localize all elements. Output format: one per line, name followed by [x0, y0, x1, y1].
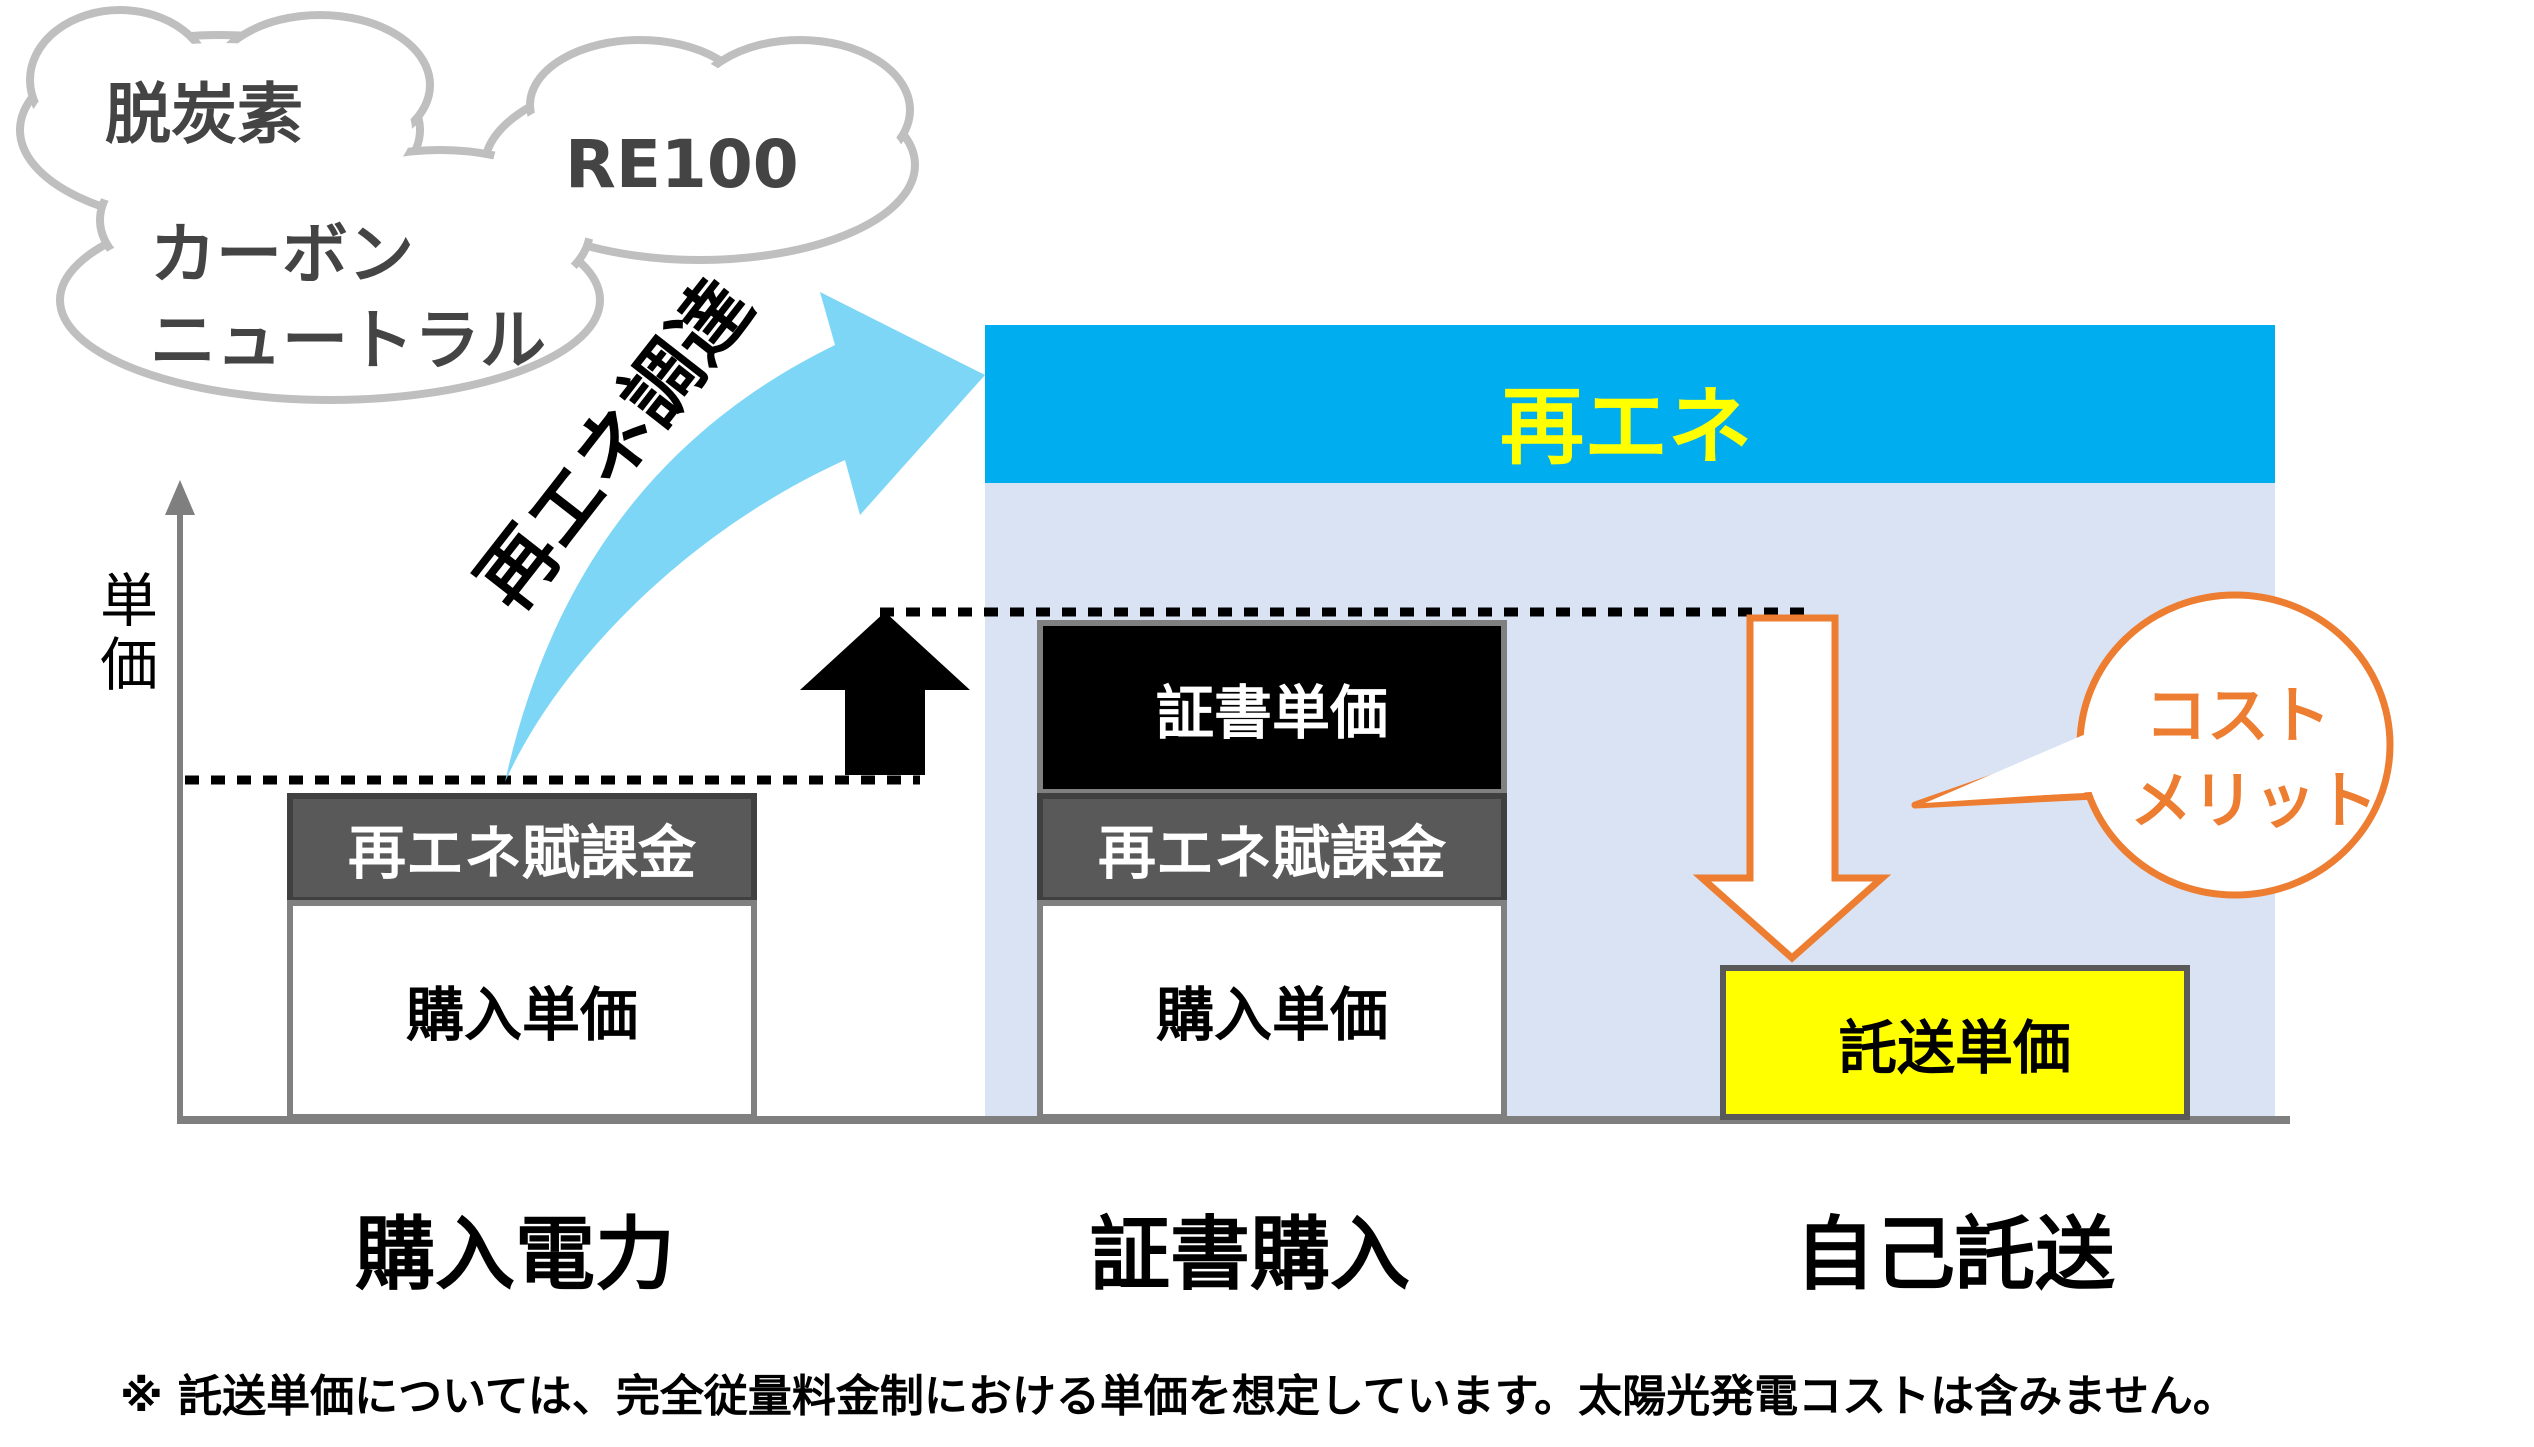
y-axis-arrowhead: [165, 480, 195, 515]
purchase-unit-price-box: 購入単価: [287, 900, 757, 1120]
certificate-unit-price-label: 購入単価: [1155, 981, 1388, 1049]
cloud-label-carbon-neutral-1: カーボン: [150, 216, 414, 293]
category-label-purchase: 購入電力: [355, 1208, 675, 1301]
cloud-label-decarbonization: 脱炭素: [105, 76, 303, 153]
up-arrow-icon: [800, 612, 970, 775]
wheeling-price-box: 託送単価: [1720, 965, 2190, 1120]
certificate-unit-price-box: 購入単価: [1037, 900, 1507, 1120]
re-panel-header: [985, 325, 2275, 483]
cloud-label-re100: RE100: [565, 126, 799, 203]
certificate-price-label: 証書単価: [1155, 678, 1388, 747]
footnote: ※ 託送単価については、完全従量料金制における単価を想定しています。太陽光発電コ…: [120, 1371, 2237, 1422]
certificate-surcharge-box: 再エネ賦課金: [1037, 793, 1507, 903]
re-panel-title: 再エネ: [1500, 378, 1753, 476]
certificate-surcharge-label: 再エネ賦課金: [1097, 819, 1446, 887]
callout-line-1: コスト: [2145, 679, 2332, 752]
re-procurement-arrow: [505, 292, 985, 782]
callout-line-2: メリット: [2130, 764, 2379, 837]
wheeling-price-label: 託送単価: [1838, 1013, 2071, 1082]
cloud-label-carbon-neutral-2: ニュートラル: [150, 302, 546, 379]
category-label-self-wheeling: 自己託送: [1795, 1208, 2115, 1301]
category-label-certificate: 証書購入: [1090, 1208, 1410, 1301]
certificate-price-box: 証書単価: [1037, 620, 1507, 795]
purchase-surcharge-label: 再エネ賦課金: [347, 819, 696, 887]
down-arrow-icon: [1692, 614, 1892, 963]
cost-merit-callout: [1911, 591, 2394, 899]
purchase-surcharge-box: 再エネ賦課金: [287, 793, 757, 903]
y-axis-label: 単価: [90, 570, 158, 698]
purchase-unit-price-label: 購入単価: [405, 981, 638, 1049]
